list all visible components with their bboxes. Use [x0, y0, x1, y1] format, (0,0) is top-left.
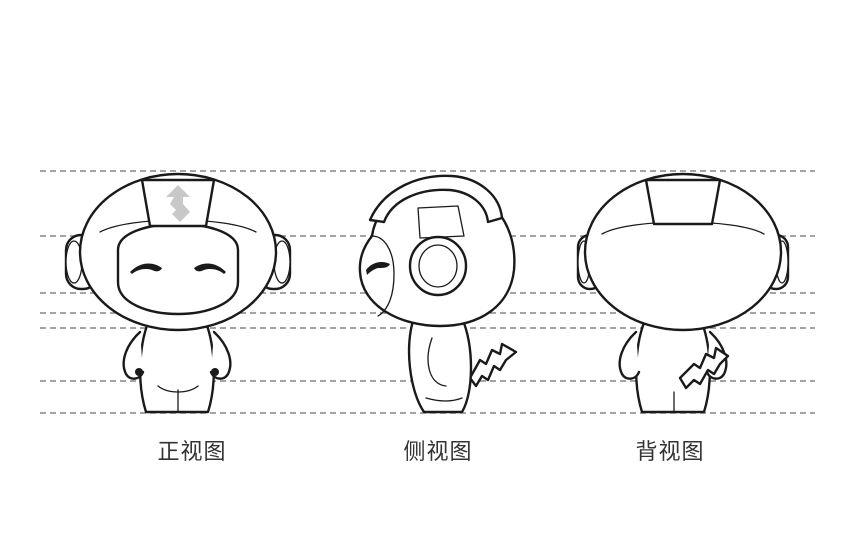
- front-view-label: 正视图: [157, 440, 227, 465]
- back-head: [583, 172, 783, 332]
- character-front-view: [64, 172, 292, 414]
- back-crest: [644, 178, 722, 226]
- side-eye: [366, 262, 390, 275]
- side-ear-ring: [418, 244, 458, 288]
- front-body: [139, 316, 215, 414]
- side-face-visor: [371, 235, 395, 317]
- back-arm-left: [618, 330, 641, 380]
- character-side-view: [358, 174, 518, 414]
- back-tail-icon: [678, 346, 730, 390]
- front-hand-left: [135, 368, 143, 376]
- back-body: [635, 316, 711, 414]
- side-crest: [417, 205, 465, 239]
- front-eye-left: [130, 263, 162, 274]
- front-arm-left: [122, 330, 145, 380]
- side-helmet-band: [368, 174, 504, 224]
- front-arm-right: [209, 330, 232, 380]
- front-eye-right: [194, 263, 226, 274]
- side-view-label: 侧视图: [403, 440, 473, 465]
- side-arm: [427, 337, 447, 387]
- back-view-label: 背视图: [635, 440, 705, 465]
- side-leg: [425, 397, 463, 402]
- front-hand-right: [211, 368, 219, 376]
- character-back-view: [576, 172, 790, 414]
- side-tail-icon: [468, 342, 518, 388]
- side-body: [407, 316, 473, 414]
- logo-icon: [166, 185, 190, 222]
